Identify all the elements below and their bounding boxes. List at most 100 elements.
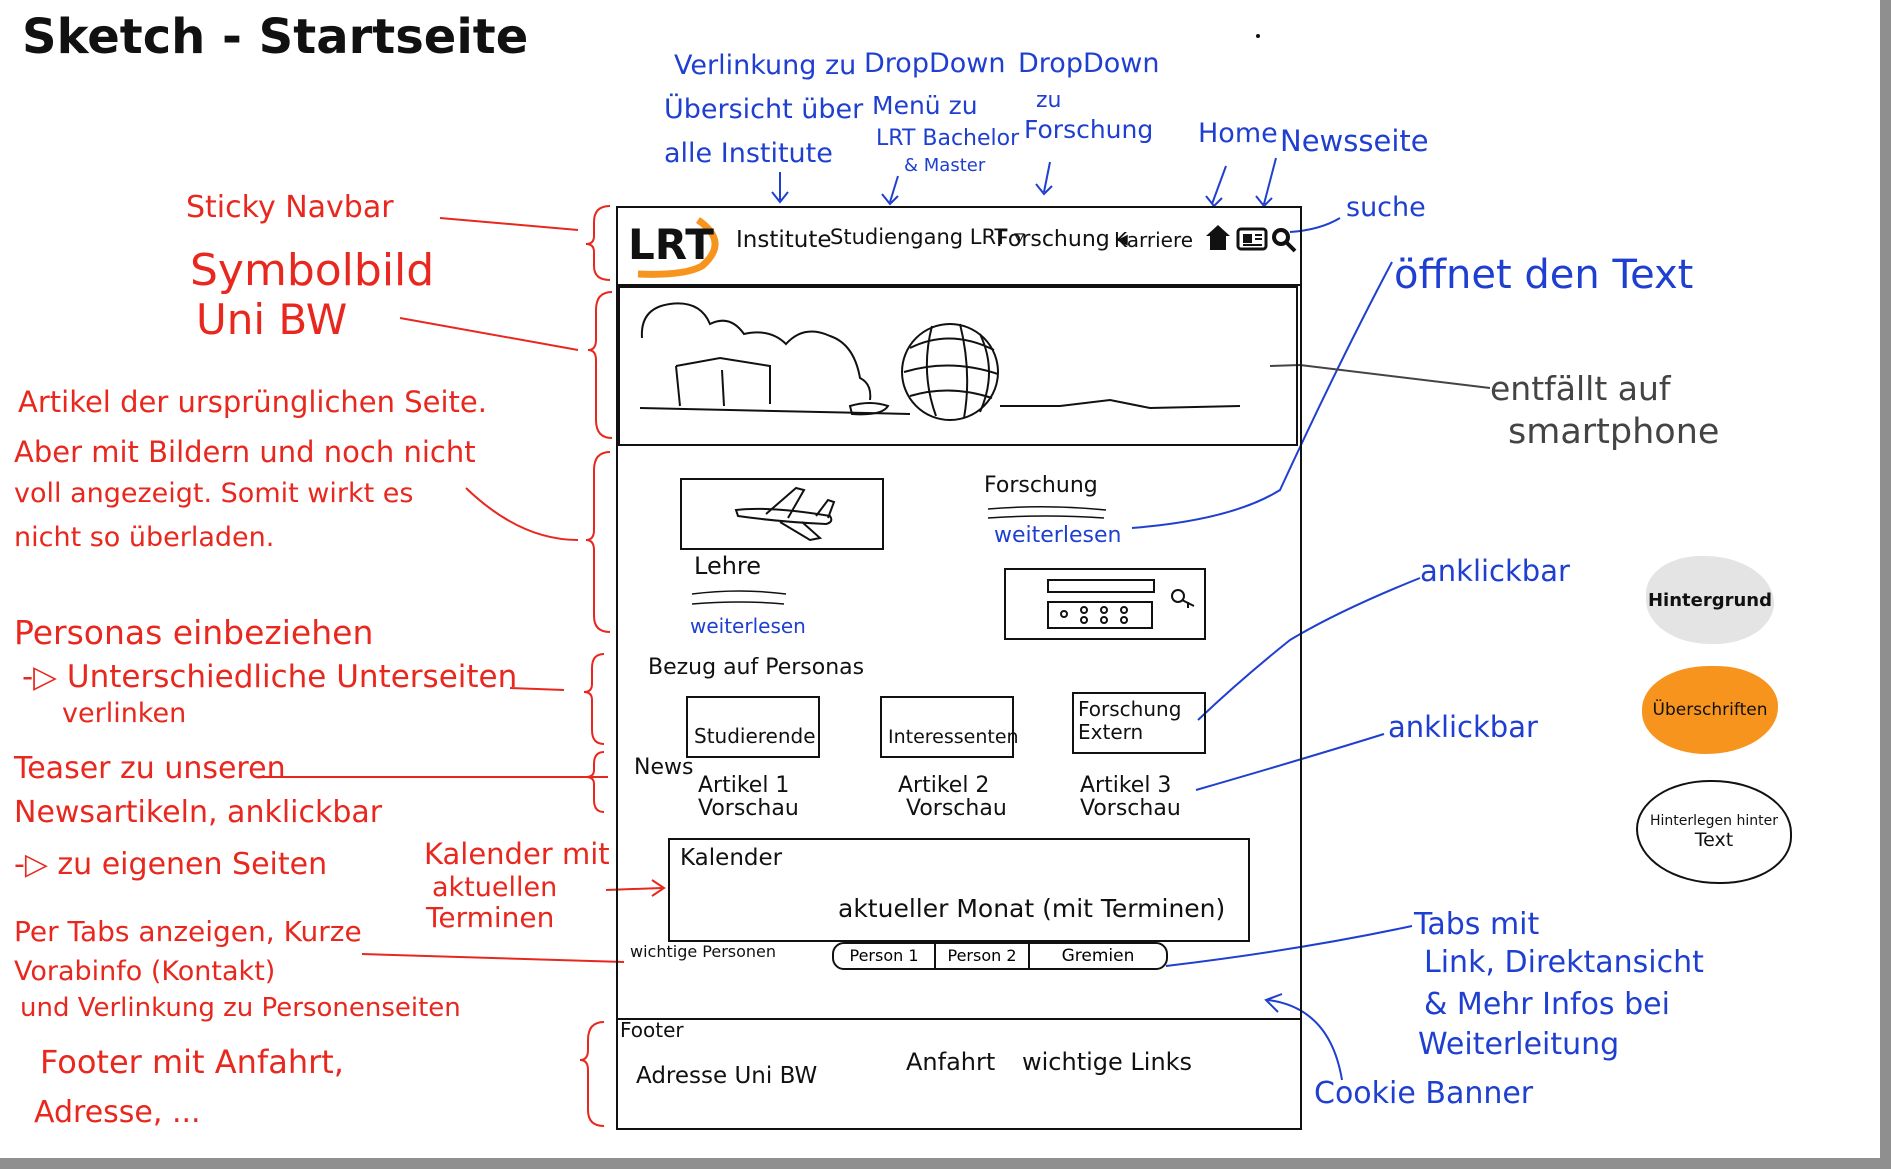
hero-image: [618, 286, 1298, 446]
bezug-auf-personas: Bezug auf Personas: [648, 655, 865, 680]
note-kalender-2: aktuellen: [432, 872, 558, 903]
footer-adresse[interactable]: Adresse Uni BW: [636, 1063, 818, 1089]
news-article-1[interactable]: Artikel 1 Vorschau: [698, 774, 799, 820]
kalender-box[interactable]: [668, 838, 1250, 942]
note-tabs-2: Link, Direktansicht: [1424, 945, 1704, 980]
persona-studierende-label: Studierende: [694, 724, 816, 748]
persona-interessenten-label: Interessenten: [888, 726, 1019, 748]
logo-text: LRT: [628, 220, 714, 269]
persona-forschung-extern-label: Forschung Extern: [1078, 697, 1182, 744]
note-symbolbild-1: Symbolbild: [190, 245, 435, 296]
campus-sketch-image: [639, 302, 1241, 421]
text-lines: [987, 505, 1107, 519]
legend-hinterlegen: Hinterlegen hinter Text: [1636, 780, 1792, 884]
note-symbolbild-2: Uni BW: [196, 295, 348, 344]
persona-interessenten[interactable]: [880, 696, 1014, 758]
note-personas-3: verlinken: [62, 698, 187, 729]
note-footer-1: Footer mit Anfahrt,: [40, 1043, 344, 1081]
note-dropdown-lrt-2: Menü zu: [872, 91, 978, 120]
sticky-navbar[interactable]: [616, 206, 1302, 286]
note-suche: suche: [1346, 192, 1426, 223]
note-dropdown-lrt-1: DropDown: [864, 48, 1006, 79]
article-image-device[interactable]: [1004, 568, 1206, 640]
legend-hinterlegen-line-2: Text: [1694, 829, 1734, 851]
note-personas-2: -▷ Unterschiedliche Unterseiten: [22, 659, 518, 695]
persona-studierende[interactable]: [686, 696, 820, 758]
article-preview: Vorschau: [698, 796, 799, 822]
note-teaser-2: Newsartikeln, anklickbar: [14, 795, 383, 830]
legend-hintergrund: Hintergrund: [1646, 556, 1774, 644]
note-dropdown-forschung-2: zu: [1036, 88, 1062, 113]
note-cookie-banner: Cookie Banner: [1314, 1076, 1534, 1111]
device-icon: [1047, 579, 1195, 629]
airplane-icon: [734, 486, 836, 542]
note-dropdown-forschung-3: Forschung: [1024, 115, 1154, 144]
footer-wichtige-links[interactable]: wichtige Links: [1022, 1048, 1193, 1076]
note-anklickbar-2: anklickbar: [1388, 710, 1538, 744]
news-label: News: [634, 755, 694, 780]
note-tabs-3: & Mehr Infos bei: [1424, 987, 1670, 1022]
article-image-plane[interactable]: [680, 478, 884, 550]
text-lines: [691, 590, 787, 605]
note-footer-2: Adresse, ...: [34, 1095, 201, 1130]
note-teaser-1: Teaser zu unseren: [14, 751, 286, 786]
note-home: Home: [1198, 118, 1278, 149]
note-artikel-1: Artikel der ursprünglichen Seite.: [18, 385, 487, 419]
page-title: Sketch - Startseite: [22, 9, 529, 65]
note-dropdown-lrt-4: & Master: [904, 155, 986, 176]
tab-gremien[interactable]: Gremien: [1061, 946, 1135, 966]
article-title: Artikel 1: [698, 773, 790, 798]
person-tabs: Person 1 Person 2 Gremien: [832, 942, 1168, 970]
article-title: Artikel 2: [898, 773, 990, 798]
forschung-heading: Forschung: [984, 473, 1098, 498]
nav-forschung[interactable]: Forschung ◂: [996, 227, 1128, 252]
note-artikel-3: voll angezeigt. Somit wirkt es: [14, 478, 414, 509]
article-preview: Vorschau: [906, 796, 1007, 822]
note-newsseite: Newsseite: [1280, 124, 1429, 158]
dot-mark: [1256, 34, 1260, 38]
nav-studiengang[interactable]: Studiengang LRT ▿: [830, 225, 1025, 249]
footer: [616, 1018, 1302, 1130]
legend-ueberschriften: Überschriften: [1642, 666, 1778, 754]
persona-forschung-extern[interactable]: [1072, 692, 1206, 754]
note-tabs-2: Vorabinfo (Kontakt): [14, 956, 276, 987]
legend-hinterlegen-line-1: Hinterlegen hinter: [1650, 813, 1778, 829]
note-dropdown-forschung-1: DropDown: [1018, 48, 1160, 79]
kalender-title: Kalender: [680, 845, 783, 871]
article-title: Artikel 3: [1080, 773, 1172, 798]
note-oeffnet-text: öffnet den Text: [1394, 252, 1694, 298]
note-personas-1: Personas einbeziehen: [14, 613, 374, 652]
lrt-logo[interactable]: LRT: [624, 214, 730, 278]
note-institute-3: alle Institute: [664, 138, 833, 169]
home-icon[interactable]: [1204, 222, 1232, 252]
note-tabs-4: Weiterleitung: [1418, 1027, 1620, 1062]
article-preview: Vorschau: [1080, 796, 1181, 822]
nav-karriere[interactable]: Karriere: [1114, 228, 1194, 252]
news-article-3[interactable]: Artikel 3 Vorschau: [1080, 774, 1181, 820]
note-institute-1: Verlinkung zu: [674, 50, 857, 81]
weiterlesen-link-forschung[interactable]: weiterlesen: [994, 523, 1122, 548]
tab-person-2[interactable]: Person 2: [936, 944, 1030, 968]
note-tabs-3: und Verlinkung zu Personenseiten: [20, 993, 461, 1023]
wichtige-personen-label: wichtige Personen: [630, 942, 777, 961]
tab-person-1[interactable]: Person 1: [834, 944, 936, 968]
note-artikel-2: Aber mit Bildern und noch nicht: [14, 435, 476, 469]
note-tabs-1: Tabs mit: [1414, 907, 1540, 942]
note-kalender-1: Kalender mit: [424, 837, 610, 871]
footer-anfahrt[interactable]: Anfahrt: [906, 1048, 996, 1076]
nav-institute[interactable]: Institute: [736, 227, 832, 253]
news-icon[interactable]: [1236, 226, 1268, 252]
note-tabs-1: Per Tabs anzeigen, Kurze: [14, 915, 362, 948]
news-article-2[interactable]: Artikel 2 Vorschau: [898, 774, 1007, 820]
weiterlesen-link-lehre[interactable]: weiterlesen: [690, 614, 806, 638]
search-icon[interactable]: [1270, 226, 1298, 254]
note-kalender-3: Terminen: [426, 901, 555, 934]
logo-ring-icon: [637, 217, 719, 278]
legend-hintergrund-label: Hintergrund: [1647, 589, 1772, 611]
note-sticky-navbar: Sticky Navbar: [186, 190, 394, 225]
note-teaser-3: -▷ zu eigenen Seiten: [14, 847, 328, 882]
note-anklickbar-1: anklickbar: [1420, 554, 1570, 588]
footer-label: Footer: [620, 1018, 684, 1042]
